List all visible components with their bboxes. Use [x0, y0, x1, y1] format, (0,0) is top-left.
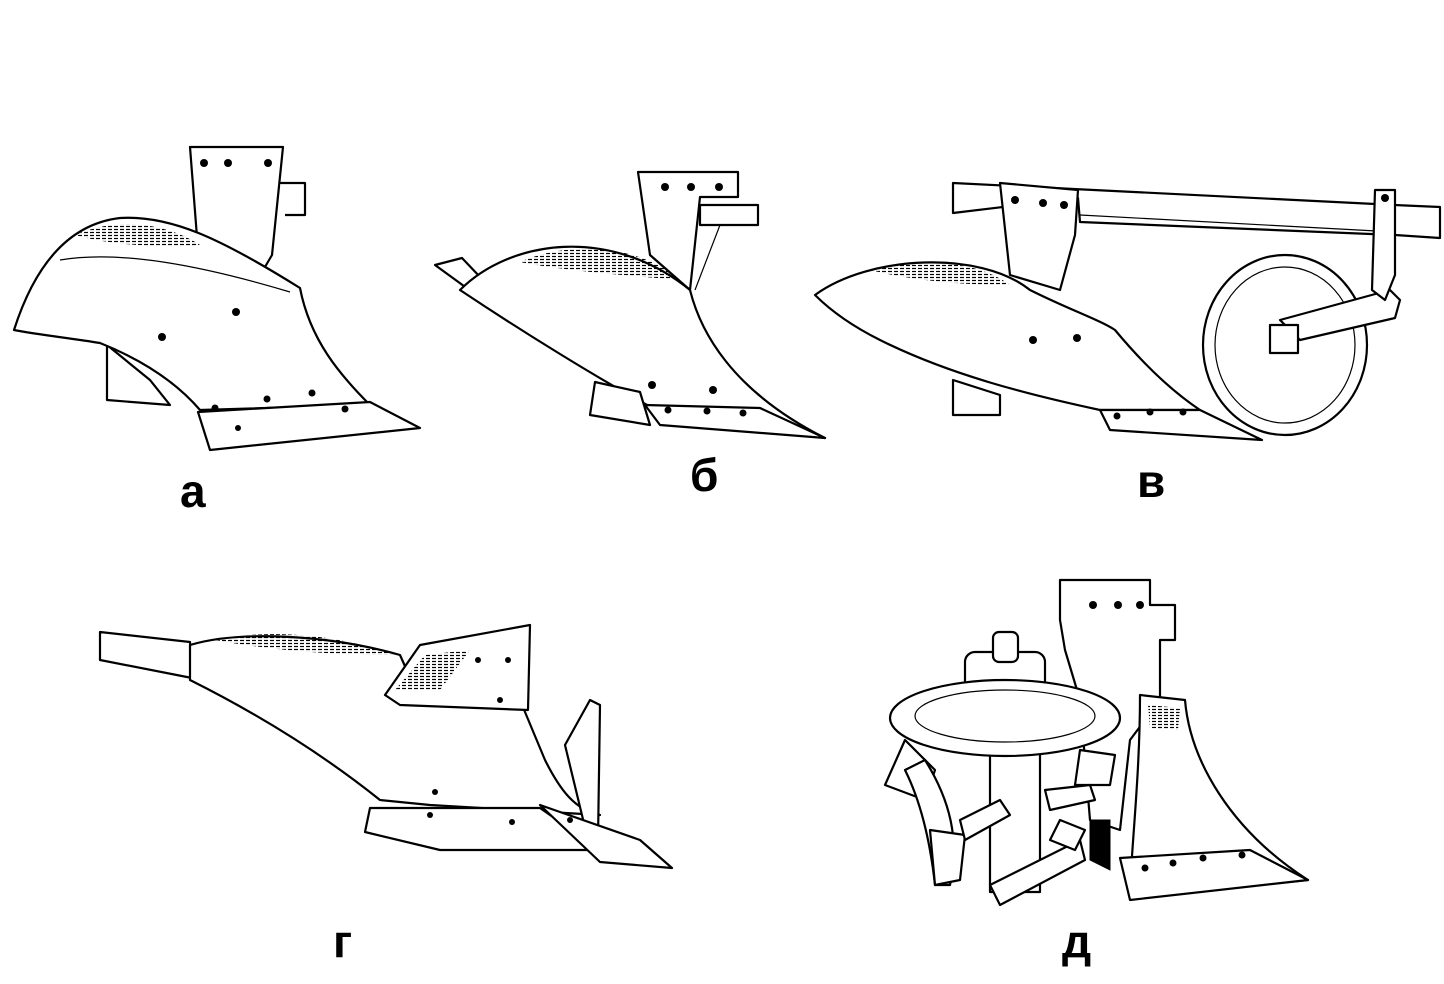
figure-label-a: а: [180, 465, 206, 517]
plough-body-d: [883, 578, 1310, 907]
plough-body-a: [12, 145, 422, 452]
figure-label-d: д: [1062, 915, 1092, 967]
figure-label-v: в: [1137, 455, 1166, 507]
plough-body-b: [433, 170, 827, 440]
plough-body-v: [813, 181, 1442, 442]
plough-body-g: [98, 623, 674, 870]
figure-label-g: г: [333, 915, 353, 967]
figure-label-b: б: [690, 449, 719, 501]
